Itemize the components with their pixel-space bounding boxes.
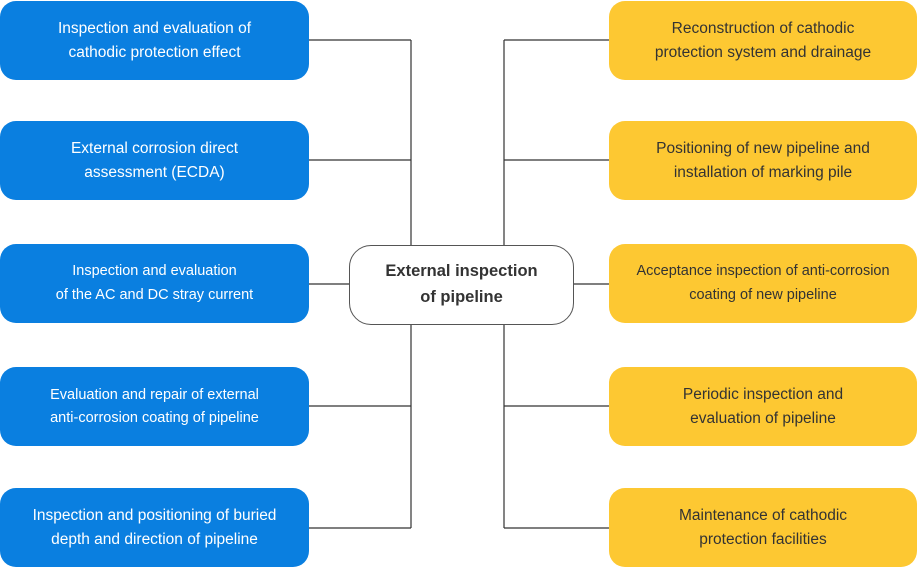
right-node-5: Maintenance of cathodic protection facil… (609, 488, 917, 567)
left-node-4: Evaluation and repair of external anti-c… (0, 367, 309, 446)
left-node-1: Inspection and evaluation of cathodic pr… (0, 1, 309, 80)
right-node-3: Acceptance inspection of anti-corrosion … (609, 244, 917, 323)
right-node-2: Positioning of new pipeline and installa… (609, 121, 917, 200)
left-node-3: Inspection and evaluation of the AC and … (0, 244, 309, 323)
center-node: External inspection of pipeline (349, 245, 574, 325)
right-node-1: Reconstruction of cathodic protection sy… (609, 1, 917, 80)
right-node-4: Periodic inspection and evaluation of pi… (609, 367, 917, 446)
left-node-2: External corrosion direct assessment (EC… (0, 121, 309, 200)
left-node-5: Inspection and positioning of buried dep… (0, 488, 309, 567)
